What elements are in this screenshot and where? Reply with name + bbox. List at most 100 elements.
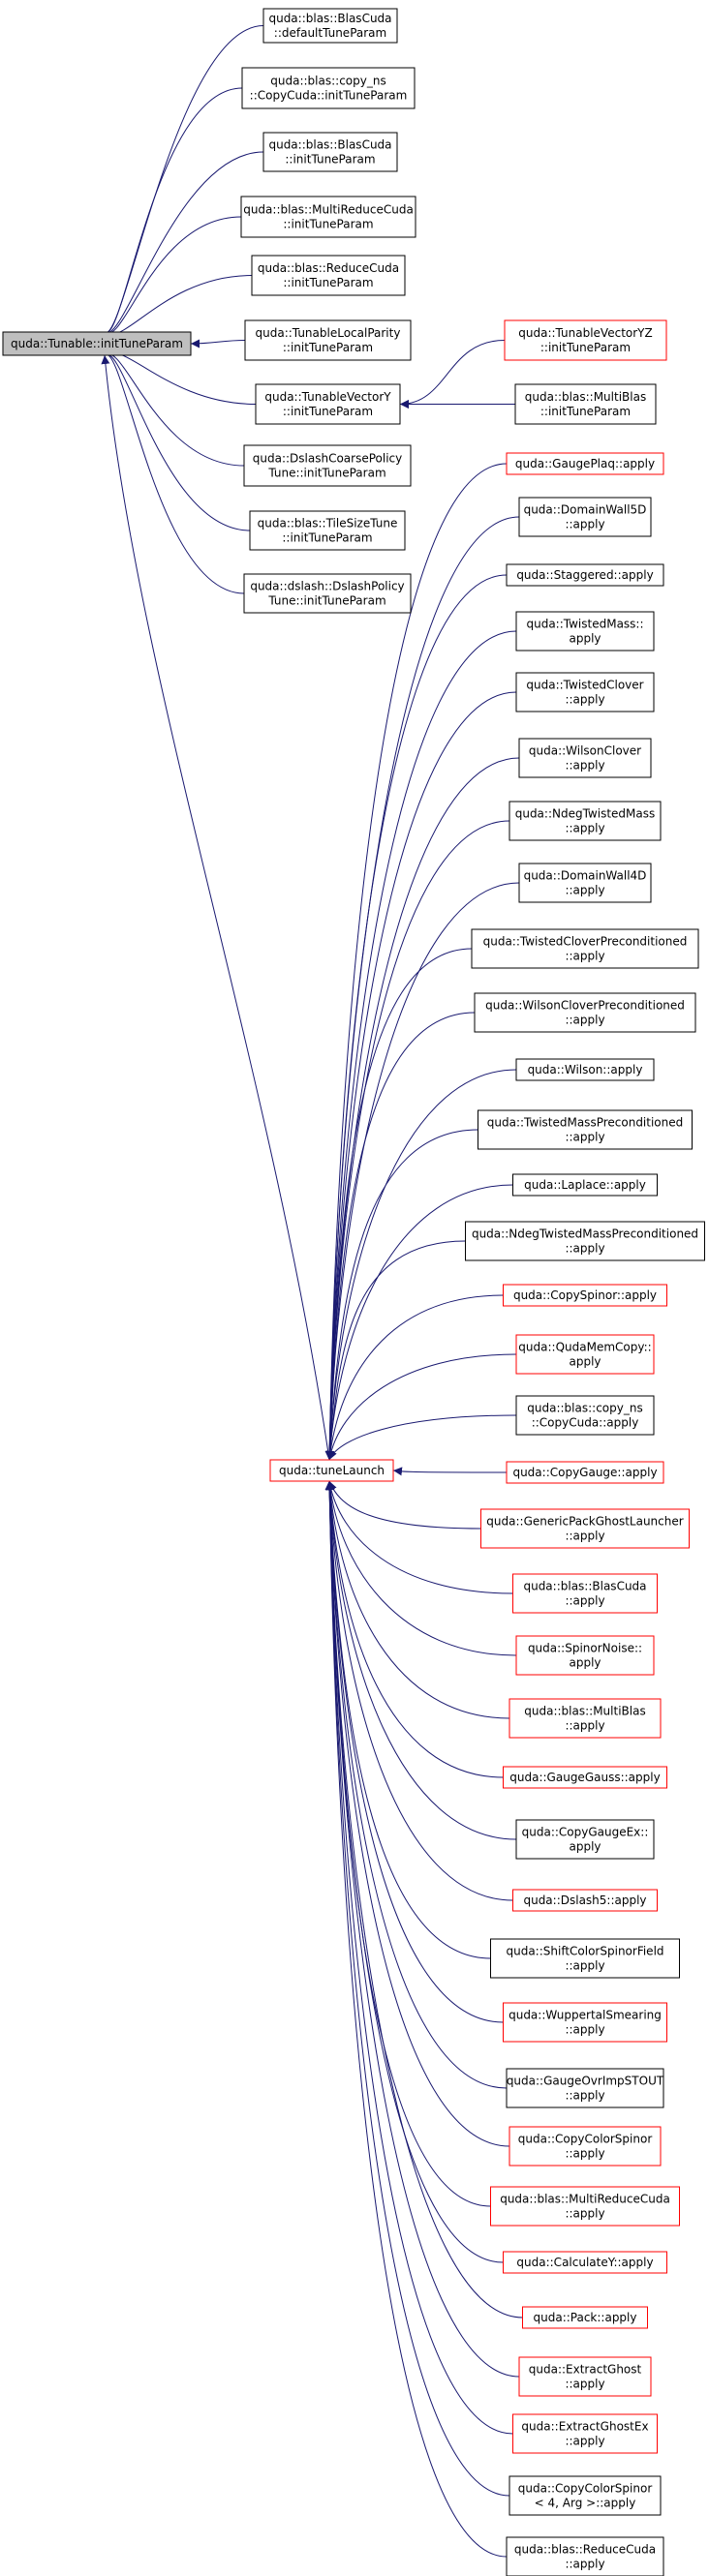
node-box: [269, 1459, 394, 1482]
node-label: apply: [569, 632, 601, 646]
node-label: quda::NdegTwistedMassPreconditioned: [472, 1227, 698, 1241]
node-box: [255, 383, 401, 425]
node-label: quda::NdegTwistedMass: [515, 807, 656, 821]
node-n3[interactable]: quda::blas::BlasCuda::initTuneParam: [262, 132, 398, 172]
edge: [324, 882, 520, 1461]
node-label: ::initTuneParam: [283, 276, 373, 289]
node-n4[interactable]: quda::blas::MultiReduceCuda::initTunePar…: [240, 196, 416, 238]
edge: [324, 516, 520, 1461]
node-box: [509, 1698, 662, 1739]
node-box: [251, 255, 406, 296]
node-box: [509, 2126, 662, 2167]
node-a34[interactable]: quda::ExtractGhostEx::apply: [512, 2413, 658, 2454]
node-a29[interactable]: quda::CopyColorSpinor::apply: [509, 2126, 662, 2167]
node-box: [515, 672, 655, 712]
node-box: [512, 2413, 658, 2454]
node-label: ::apply: [565, 2207, 604, 2221]
node-a27[interactable]: quda::WuppertalSmearing::apply: [503, 2002, 667, 2043]
node-a18[interactable]: quda::CopyGauge::apply: [506, 1461, 664, 1484]
node-label: quda::blas::copy_ns: [527, 1402, 642, 1415]
node-n7[interactable]: quda::TunableVectorY::initTuneParam: [255, 383, 401, 425]
node-box: [509, 801, 662, 841]
node-box: [244, 319, 412, 361]
node-label: quda::blas::ReduceCuda: [258, 261, 399, 275]
node-box: [506, 452, 664, 475]
node-a2[interactable]: quda::DomainWall5D::apply: [518, 497, 652, 537]
node-box: [515, 1058, 655, 1081]
node-a12[interactable]: quda::TwistedMassPreconditioned::apply: [478, 1109, 693, 1150]
node-root[interactable]: quda::Tunable::initTuneParam: [2, 331, 192, 356]
node-a9[interactable]: quda::TwistedCloverPreconditioned::apply: [471, 928, 699, 969]
node-a28[interactable]: quda::GaugeOvrImpSTOUT::apply: [506, 2068, 664, 2108]
node-n6[interactable]: quda::TunableLocalParity::initTuneParam: [244, 319, 412, 361]
node-a32[interactable]: quda::Pack::apply: [522, 2306, 648, 2329]
node-a4[interactable]: quda::TwistedMass::apply: [515, 611, 655, 652]
node-label: quda::dslash::DslashPolicy: [250, 580, 404, 593]
node-a14[interactable]: quda::NdegTwistedMassPreconditioned::app…: [465, 1221, 705, 1261]
node-a6[interactable]: quda::WilsonClover::apply: [518, 738, 652, 778]
node-n8[interactable]: quda::DslashCoarsePolicyTune::initTunePa…: [243, 444, 412, 487]
node-a23[interactable]: quda::GaugeGauss::apply: [503, 1766, 667, 1789]
node-a30[interactable]: quda::blas::MultiReduceCuda::apply: [490, 2186, 680, 2227]
node-n2[interactable]: quda::blas::copy_ns::CopyCuda::initTuneP…: [241, 67, 416, 109]
edge: [324, 757, 520, 1461]
edge: [324, 1480, 510, 2147]
node-n9[interactable]: quda::blas::TileSizeTune::initTuneParam: [249, 510, 406, 551]
node-yz[interactable]: quda::TunableVectorYZ::initTuneParam: [504, 319, 667, 361]
node-label: ::initTuneParam: [283, 341, 373, 354]
node-a1[interactable]: quda::GaugePlaq::apply: [506, 452, 664, 475]
node-label: quda::WuppertalSmearing: [509, 2009, 662, 2022]
node-label: quda::blas::TileSizeTune: [258, 517, 398, 530]
node-label: quda::TwistedMass::: [526, 618, 643, 631]
node-a25[interactable]: quda::Dslash5::apply: [512, 1889, 658, 1912]
node-box: [514, 383, 657, 425]
node-n10[interactable]: quda::dslash::DslashPolicyTune::initTune…: [243, 573, 412, 614]
edge: [324, 691, 517, 1461]
node-box: [465, 1221, 705, 1261]
node-a13[interactable]: quda::Laplace::apply: [512, 1173, 658, 1197]
node-tl[interactable]: quda::tuneLaunch: [269, 1459, 394, 1482]
node-a7[interactable]: quda::NdegTwistedMass::apply: [509, 801, 662, 841]
node-a10[interactable]: quda::WilsonCloverPreconditioned::apply: [474, 992, 696, 1033]
node-label: quda::TwistedMassPreconditioned: [487, 1116, 684, 1130]
node-a35[interactable]: quda::CopyColorSpinor< 4, Arg >::apply: [509, 2475, 662, 2516]
node-a33[interactable]: quda::ExtractGhost::apply: [518, 2356, 652, 2397]
node-label: ::initTuneParam: [283, 405, 373, 418]
node-a22[interactable]: quda::blas::MultiBlas::apply: [509, 1698, 662, 1739]
node-a5[interactable]: quda::TwistedClover::apply: [515, 672, 655, 712]
node-n5[interactable]: quda::blas::ReduceCuda::initTuneParam: [251, 255, 406, 296]
node-box: [512, 1889, 658, 1912]
node-a8[interactable]: quda::DomainWall4D::apply: [518, 863, 652, 903]
node-a21[interactable]: quda::SpinorNoise::apply: [515, 1635, 655, 1676]
node-a31[interactable]: quda::CalculateY::apply: [503, 2251, 667, 2274]
node-a24[interactable]: quda::CopyGaugeEx::apply: [515, 1819, 655, 1860]
node-label: ::apply: [565, 759, 604, 773]
node-a15[interactable]: quda::CopySpinor::apply: [503, 1284, 667, 1307]
node-label: ::initTuneParam: [282, 531, 372, 545]
edge: [190, 339, 246, 349]
node-label: apply: [569, 1840, 601, 1854]
node-a3[interactable]: quda::Staggered::apply: [506, 563, 664, 587]
node-n1[interactable]: quda::blas::BlasCuda::defaultTuneParam: [262, 8, 398, 44]
node-a36[interactable]: quda::blas::ReduceCuda::apply: [506, 2536, 664, 2576]
edge: [325, 1480, 504, 1778]
node-a19[interactable]: quda::GenericPackGhostLauncher::apply: [480, 1508, 690, 1549]
node-label: quda::CopySpinor::apply: [513, 1288, 657, 1302]
edge: [101, 354, 330, 1461]
node-a17[interactable]: quda::blas::copy_ns::CopyCuda::apply: [515, 1395, 655, 1436]
node-label: quda::blas::ReduceCuda: [514, 2543, 656, 2557]
node-label: ::initTuneParam: [540, 405, 631, 418]
node-label: quda::WilsonCloverPreconditioned: [485, 999, 685, 1013]
node-box: [512, 1173, 658, 1197]
node-a11[interactable]: quda::Wilson::apply: [515, 1058, 655, 1081]
edge: [324, 1480, 523, 2318]
node-box: [506, 563, 664, 587]
node-a20[interactable]: quda::blas::BlasCuda::apply: [512, 1573, 658, 1614]
node-mb[interactable]: quda::blas::MultiBlas::initTuneParam: [514, 383, 657, 425]
node-label: quda::TunableVectorY: [264, 390, 391, 404]
node-label: ::apply: [565, 950, 604, 963]
node-box: [243, 573, 412, 614]
node-a16[interactable]: quda::QudaMemCopy::apply: [515, 1334, 655, 1375]
node-a26[interactable]: quda::ShiftColorSpinorField::apply: [490, 1938, 680, 1979]
